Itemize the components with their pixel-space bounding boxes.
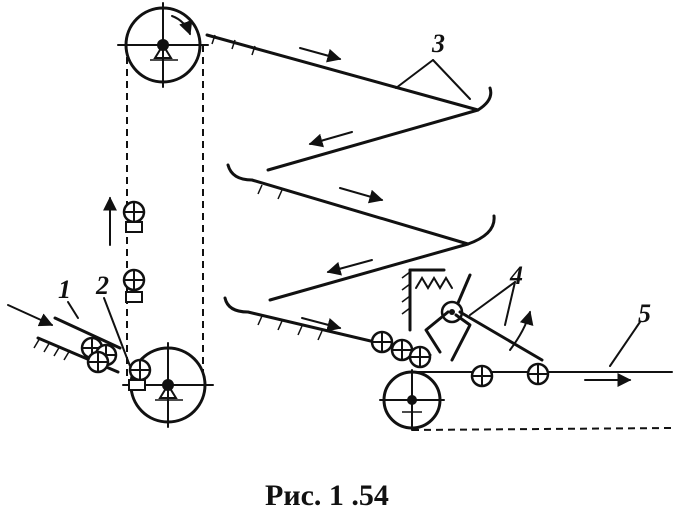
label-4: 4: [509, 261, 523, 290]
rolling-fruit: [370, 330, 432, 369]
label-3: 3: [431, 29, 445, 58]
zigzag-chute: [205, 33, 496, 357]
elevator-belt: [126, 45, 204, 380]
orienting-mechanism: [401, 268, 544, 362]
label-1: 1: [58, 275, 71, 304]
elevator-carriers: [103, 196, 146, 303]
top-pulley: [117, 2, 209, 88]
figure-caption: Рис. 1 .54: [265, 479, 389, 512]
feed-tray: [7, 304, 152, 391]
output-conveyor: [379, 321, 673, 431]
label-5: 5: [638, 299, 651, 328]
label-2: 2: [95, 271, 109, 300]
